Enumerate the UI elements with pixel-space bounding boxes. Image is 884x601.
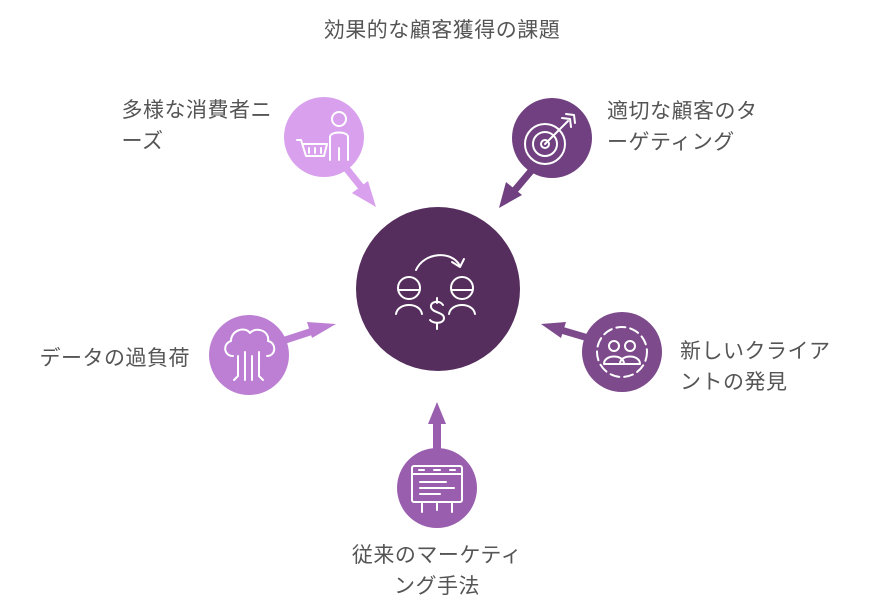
cloud-data-icon — [224, 328, 276, 381]
targeting-label-line2: ーゲティング — [607, 130, 735, 154]
center-node — [356, 207, 520, 371]
diverse-needs-circle — [284, 97, 364, 177]
arrow-head — [428, 402, 446, 424]
targeting-node — [512, 98, 592, 178]
data-overload-circle — [209, 315, 289, 395]
new-clients-label-line1: 新しいクライア — [680, 339, 831, 363]
data-overload-node — [209, 315, 289, 395]
data-overload-label: データの過負荷 — [40, 343, 191, 374]
billboard-icon — [411, 465, 463, 513]
targeting-label-line1: 適切な顧客のタ — [607, 99, 758, 123]
money-exchange-icon — [395, 254, 476, 330]
arrow-head — [541, 322, 566, 338]
arrow-head — [499, 182, 522, 208]
center-circle — [356, 207, 520, 371]
diverse-needs-node — [284, 97, 364, 177]
target-arrow-icon — [524, 113, 576, 165]
new-clients-label-line2: ントの発見 — [680, 370, 788, 394]
new-clients-circle — [582, 312, 662, 392]
traditional-node — [397, 448, 477, 528]
diagram-title: 効果的な顧客獲得の課題 — [323, 18, 561, 42]
new-clients-label: 新しいクライア ントの発見 — [680, 336, 831, 398]
traditional-label-line1: 従来のマーケティ — [351, 543, 523, 567]
new-clients-node — [582, 312, 662, 392]
diverse-needs-label-line2: ーズ — [121, 129, 164, 153]
diverse-needs-label: 多様な消費者ニ ーズ — [122, 95, 273, 157]
arrow-head — [352, 181, 376, 207]
arrow-head — [307, 322, 336, 338]
people-circle-icon — [596, 326, 648, 378]
data-overload-label-line1: データの過負荷 — [39, 346, 190, 370]
arrow-traditional-to-center — [428, 402, 446, 452]
shopper-cart-icon — [296, 111, 349, 161]
traditional-label-line2: ング手法 — [394, 574, 480, 598]
diverse-needs-label-line1: 多様な消費者ニ — [121, 98, 272, 122]
traditional-label: 従来のマーケティ ング手法 — [287, 540, 587, 601]
targeting-label: 適切な顧客のタ ーゲティング — [607, 96, 758, 158]
